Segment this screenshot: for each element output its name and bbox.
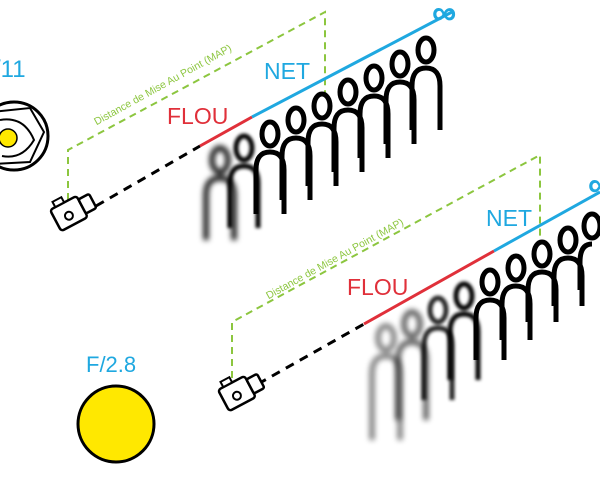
- aperture-value-bottom: F/2.8: [86, 352, 137, 377]
- flou-label-top: FLOU: [167, 103, 229, 129]
- flou-label-bottom: FLOU: [347, 274, 409, 300]
- top-scene: [0, 10, 453, 240]
- camera-sightline-top: [95, 144, 201, 208]
- net-line-top: [251, 10, 453, 119]
- bottom-scene: [76, 153, 600, 464]
- map-bracket-bot: [231, 153, 541, 378]
- person: [577, 211, 600, 290]
- net-line-bot: [493, 190, 600, 253]
- aperture-small-icon: [0, 100, 50, 172]
- infinity-label-bottom: ∞: [588, 166, 600, 205]
- net-label-top: NET: [264, 58, 310, 84]
- person-blurry: [203, 145, 237, 240]
- flou-line-top: [199, 115, 253, 148]
- aperture-value-top: /11: [0, 56, 26, 83]
- net-label-bottom: NET: [486, 205, 532, 231]
- person: [409, 35, 443, 130]
- map-bracket-top: [67, 10, 326, 200]
- camera-sightline-bot: [257, 322, 365, 386]
- camera-icon-top: [49, 193, 98, 232]
- people-row-bot: [369, 211, 600, 440]
- infinity-label-top: ∞: [432, 0, 457, 32]
- aperture-large-icon: [76, 384, 156, 464]
- people-row-top: [203, 35, 443, 240]
- flou-line-bot: [363, 249, 495, 326]
- camera-icon-bot: [217, 373, 266, 412]
